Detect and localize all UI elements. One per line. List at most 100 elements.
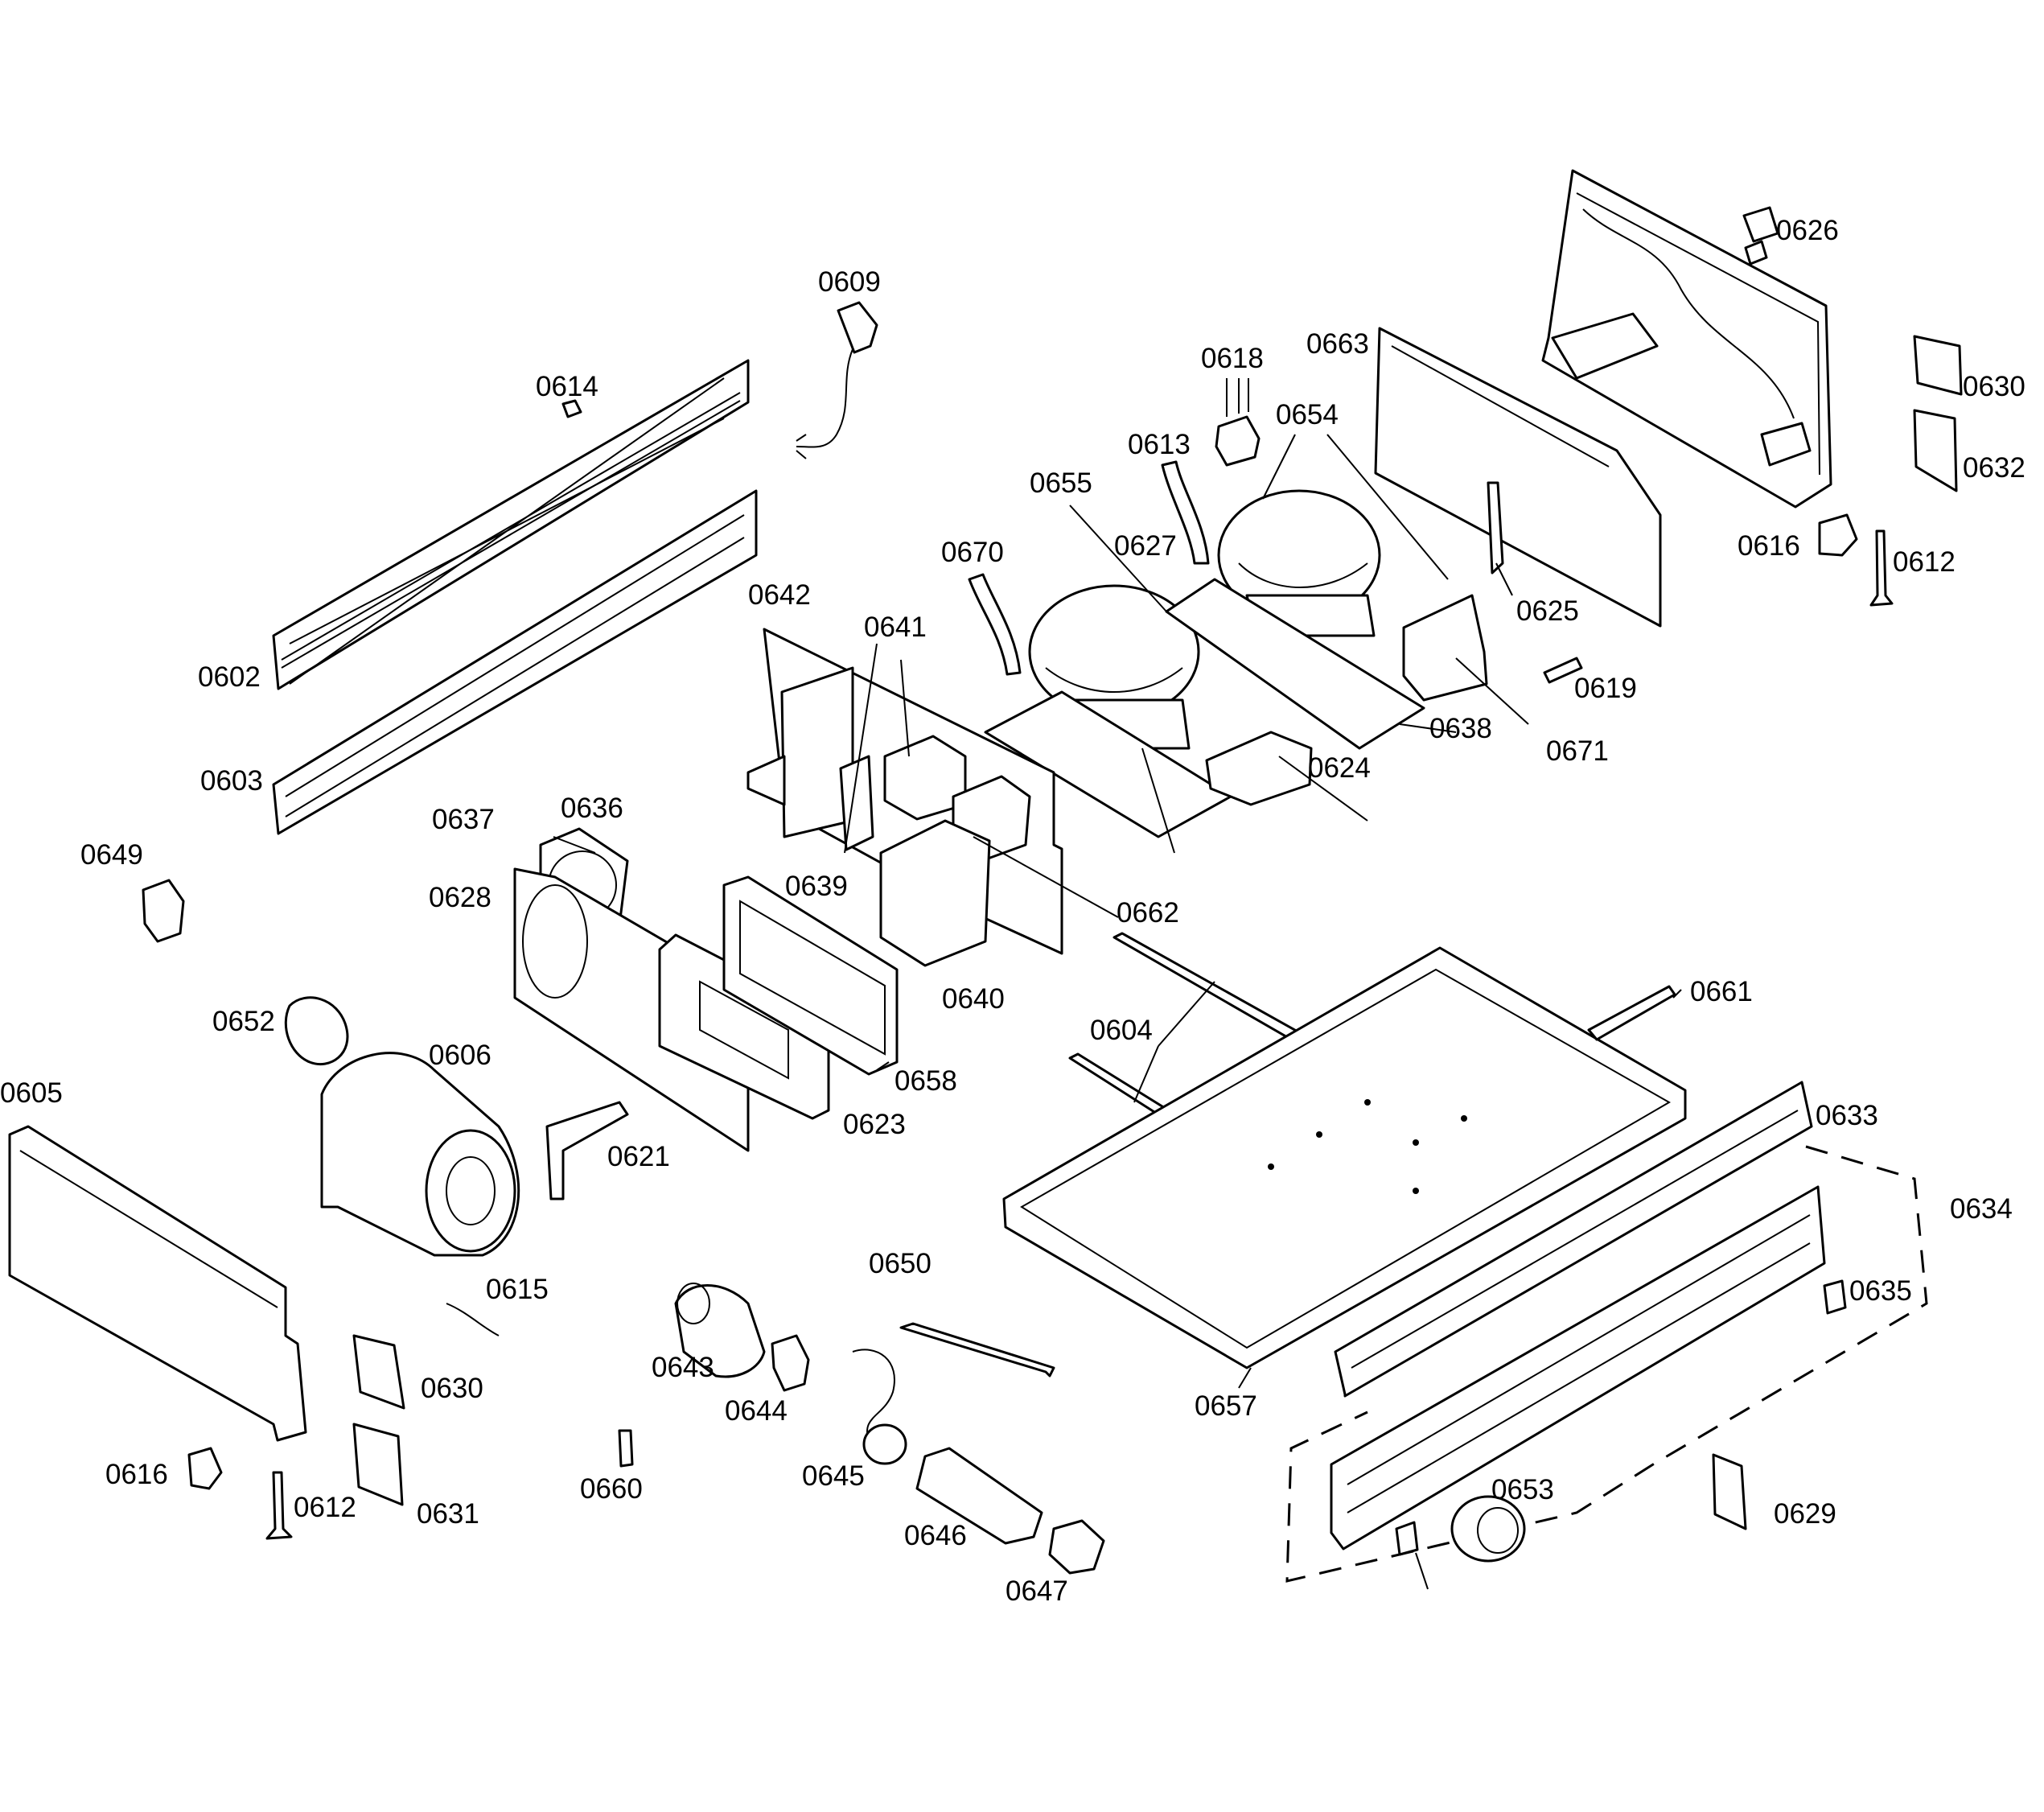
part-drawings — [8, 169, 1963, 1583]
knob-0647 — [1048, 1519, 1105, 1575]
tube-0646 — [915, 1447, 1043, 1545]
callout-0661: 0661 — [1690, 976, 1753, 1007]
callout-0671-right: 0671 — [1546, 735, 1609, 767]
callout-0654: 0654 — [1276, 399, 1339, 430]
callout-0670: 0670 — [941, 537, 1004, 568]
callout-0652: 0652 — [212, 1006, 275, 1037]
grille-assembly-outline — [1285, 1145, 1928, 1583]
bracket-0630-lower — [352, 1334, 405, 1410]
box-0640 — [879, 819, 991, 967]
callout-0655: 0655 — [1030, 467, 1092, 499]
filter-0653-drawing — [1450, 1495, 1526, 1563]
callout-0614: 0614 — [536, 371, 598, 402]
callout-0632: 0632 — [1963, 452, 2025, 484]
callout-0606: 0606 — [429, 1040, 491, 1071]
drier-0625 — [1487, 481, 1504, 574]
callout-0662: 0662 — [1117, 897, 1179, 929]
callout-0641: 0641 — [864, 612, 927, 643]
callout-0630-lower: 0630 — [421, 1373, 483, 1404]
callout-0609: 0609 — [818, 266, 881, 298]
callout-0624-right: 0624 — [1308, 752, 1371, 784]
back-panel-drawing — [272, 359, 750, 690]
control-board-0623-drawing — [658, 933, 830, 1120]
terminal-strip-0619 — [1543, 657, 1583, 684]
bracket-0621 — [545, 1101, 629, 1200]
condenser-0605-drawing — [8, 1125, 307, 1442]
callout-0623: 0623 — [843, 1109, 906, 1140]
callout-0612-lower: 0612 — [294, 1492, 356, 1523]
callout-0630-top: 0630 — [1963, 371, 2025, 402]
small-clip-0614 — [561, 399, 582, 418]
callout-0640: 0640 — [942, 983, 1005, 1015]
harness-0645-drawing — [852, 1349, 907, 1465]
callout-0646: 0646 — [904, 1520, 967, 1551]
callout-0603: 0603 — [200, 765, 263, 797]
callout-0635-right: 0635 — [1849, 1275, 1912, 1307]
overload-0671 — [1205, 731, 1313, 806]
callout-0612-top: 0612 — [1893, 546, 1956, 578]
callout-0643: 0643 — [652, 1352, 714, 1383]
callout-0616-top: 0616 — [1738, 530, 1800, 562]
callout-0634: 0634 — [1950, 1193, 2013, 1225]
callout-0625: 0625 — [1516, 595, 1579, 627]
callout-0628: 0628 — [429, 882, 491, 913]
base-panel-drawing — [272, 489, 758, 835]
spring-0660 — [618, 1429, 634, 1468]
callout-0636: 0636 — [561, 793, 623, 824]
leveler-0612-lower — [265, 1471, 293, 1540]
tube-0613 — [1161, 460, 1210, 565]
blower-0606-drawing — [320, 1052, 520, 1257]
callout-0660: 0660 — [580, 1473, 643, 1505]
capacitor-box-0638 — [1402, 594, 1488, 702]
callout-0657: 0657 — [1195, 1390, 1257, 1422]
rear-sheet-drawing — [1374, 327, 1662, 628]
callout-0663: 0663 — [1306, 328, 1369, 360]
strap-0650 — [899, 1322, 1055, 1378]
wire-0615 — [446, 1303, 500, 1336]
callout-0647: 0647 — [1006, 1575, 1068, 1607]
callout-0639: 0639 — [785, 871, 848, 902]
callout-0633: 0633 — [1816, 1100, 1878, 1131]
callout-labels: 0609 0614 0602 0603 0618 0663 0626 0630 … — [0, 215, 2025, 1607]
callout-0642: 0642 — [748, 579, 811, 611]
clip-0635-left — [1395, 1521, 1419, 1556]
bracket-0629 — [1712, 1453, 1747, 1530]
roller-0616-top — [1818, 513, 1858, 557]
power-cord-drawing — [796, 301, 878, 459]
callout-0618: 0618 — [1201, 343, 1264, 374]
callout-0604: 0604 — [1090, 1015, 1153, 1046]
rail-0661 — [1587, 985, 1676, 1041]
callout-0638-right: 0638 — [1429, 713, 1492, 744]
relay-0626 — [1742, 206, 1779, 243]
roller-0616-lower — [187, 1447, 223, 1490]
clip-0635-right — [1823, 1279, 1847, 1315]
callout-0605: 0605 — [0, 1077, 63, 1109]
bracket-0630-top — [1913, 335, 1963, 396]
valve-0649 — [142, 879, 185, 943]
valve-0644 — [771, 1334, 810, 1392]
callout-0644: 0644 — [725, 1395, 788, 1427]
leveler-0612-top — [1869, 529, 1894, 607]
frame-0658-drawing — [722, 875, 899, 1076]
callout-0621: 0621 — [607, 1141, 670, 1172]
bracket-0632-top — [1913, 409, 1958, 492]
callout-0613: 0613 — [1128, 429, 1191, 460]
base-pan-0657-drawing — [1002, 946, 1687, 1369]
callout-0649: 0649 — [80, 839, 143, 871]
callout-0637: 0637 — [432, 804, 495, 835]
tube-0670 — [968, 573, 1022, 676]
callout-0631: 0631 — [417, 1498, 479, 1530]
bracket-0631-lower — [352, 1423, 404, 1506]
upper-control-box-drawing — [1541, 169, 1832, 509]
callout-0658: 0658 — [895, 1065, 957, 1097]
capacitor-0643-drawing — [674, 1283, 766, 1378]
callout-leader-lines — [553, 434, 1682, 1590]
callout-0602: 0602 — [198, 661, 261, 693]
relay-0618-drawing — [1215, 378, 1261, 467]
callout-0629: 0629 — [1774, 1498, 1836, 1530]
callout-0616-lower: 0616 — [105, 1459, 168, 1490]
callout-0619: 0619 — [1574, 673, 1637, 704]
capacitor-0652-drawing — [284, 996, 349, 1066]
callout-0615: 0615 — [486, 1274, 549, 1305]
callout-0650: 0650 — [869, 1248, 932, 1279]
